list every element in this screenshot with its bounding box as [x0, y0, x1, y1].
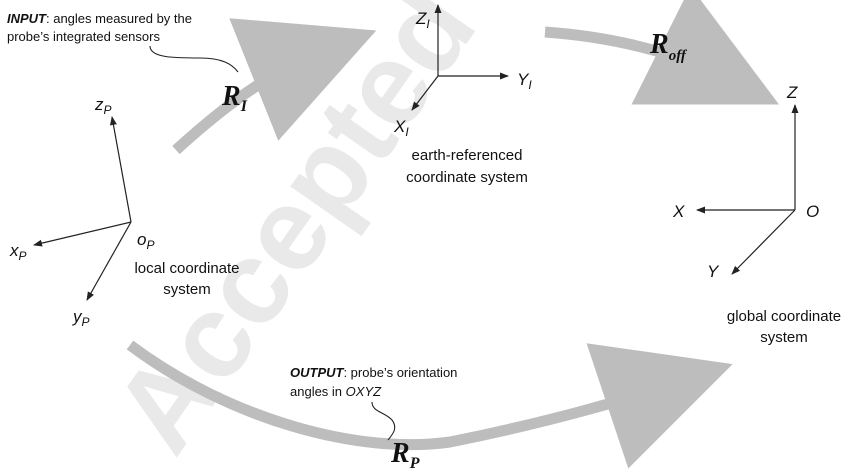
global-y-axis: [731, 209, 796, 275]
output-note-bold: OUTPUT: [290, 365, 345, 380]
rotation-Roff-base: R: [649, 29, 669, 60]
output-note-line2: angles in OXYZ: [290, 384, 382, 399]
global-frame: Z X Y O global coordinate system: [672, 83, 841, 346]
rotation-label-RP: RP: [390, 438, 420, 472]
watermark-text: Accepted Manuscript: [88, 0, 863, 472]
rotation-RP-sub: P: [409, 455, 420, 472]
rotation-RI-base: R: [221, 81, 241, 112]
input-note-bold: INPUT: [7, 11, 47, 26]
output-note-leader: [371, 401, 396, 441]
rotation-RP-base: R: [390, 438, 410, 469]
earth-caption-line2: coordinate system: [406, 169, 528, 186]
output-note-line1: OUTPUT: probe’s orientation: [290, 365, 457, 380]
global-z-label: Z: [786, 83, 798, 102]
arrow-local-to-global: [126, 340, 733, 469]
rotation-label-Roff: Roff: [649, 29, 688, 64]
global-x-label: X: [672, 202, 685, 221]
local-z-axis: [109, 116, 132, 223]
input-note-leader: [149, 45, 239, 73]
local-y-axis: [86, 221, 132, 301]
global-caption-line1: global coordinate: [727, 308, 841, 325]
earth-y-label: YI: [517, 70, 532, 92]
arrow-local-to-earth: [172, 18, 377, 155]
global-origin-label: O: [806, 202, 819, 221]
input-note-line2: probe’s integrated sensors: [7, 29, 160, 44]
output-note-text1: : probe’s orientation: [343, 365, 457, 380]
local-origin-label: oP: [137, 230, 154, 252]
input-note-text1: : angles measured by the: [46, 11, 192, 26]
local-caption-line2: system: [163, 281, 211, 298]
earth-x-axis: [411, 75, 439, 111]
local-caption-line1: local coordinate: [134, 260, 239, 277]
local-x-axis: [33, 221, 132, 247]
local-x-label: xP: [9, 241, 27, 263]
arrow-earth-to-global: [544, 0, 780, 105]
global-y-label: Y: [707, 262, 720, 281]
local-y-label: yP: [72, 307, 90, 329]
local-z-label: zP: [94, 95, 112, 117]
earth-frame: ZI YI XI earth-referenced coordinate sys…: [393, 4, 532, 186]
local-frame: zP xP yP oP local coordinate system: [9, 95, 240, 329]
earth-x-label: XI: [393, 117, 409, 139]
global-caption-line2: system: [760, 329, 808, 346]
earth-caption-line1: earth-referenced: [412, 147, 523, 164]
rotation-label-RI: RI: [221, 81, 248, 115]
rotation-RI-sub: I: [240, 98, 248, 115]
earth-z-label: ZI: [415, 9, 430, 31]
input-note-line1: INPUT: angles measured by the: [7, 11, 192, 26]
rotation-Roff-sub: off: [669, 48, 688, 64]
